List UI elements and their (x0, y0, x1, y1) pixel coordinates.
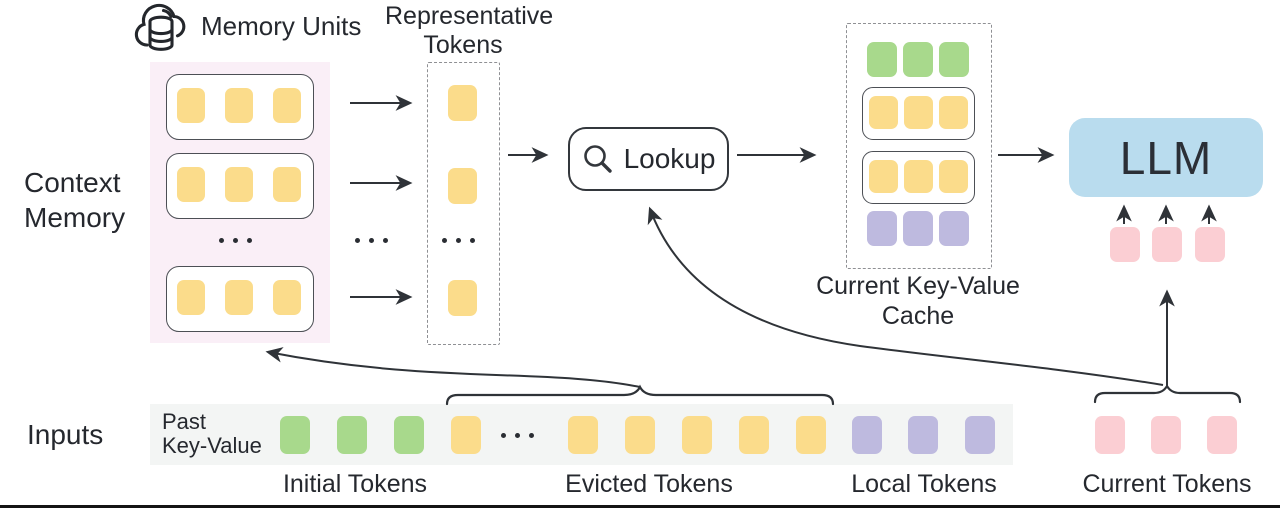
token (448, 168, 477, 204)
cloud-database-icon (130, 1, 194, 59)
token (1110, 227, 1140, 262)
current-kv-cache-label: Current Key-Value Cache (816, 272, 1020, 330)
token (1151, 416, 1181, 454)
token (939, 160, 968, 193)
token (448, 85, 477, 121)
token (394, 416, 424, 454)
token (852, 416, 882, 454)
token (568, 416, 598, 454)
token (869, 96, 898, 129)
token (280, 416, 310, 454)
current-tokens-brace (1093, 383, 1242, 404)
token (448, 280, 477, 316)
token (225, 280, 253, 315)
token (867, 211, 897, 246)
initial-tokens-label: Initial Tokens (282, 470, 428, 498)
evicted-tokens-brace (445, 384, 835, 406)
llm-node: LLM (1069, 118, 1263, 197)
token (796, 416, 826, 454)
token (739, 416, 769, 454)
token (177, 167, 205, 202)
inputs-label: Inputs (27, 419, 104, 450)
ellipsis-dots (501, 433, 534, 438)
local-tokens-label: Local Tokens (851, 470, 997, 498)
token (273, 88, 301, 123)
token (1152, 227, 1182, 262)
token (965, 416, 995, 454)
arrow-evicted-to-context-memory (265, 347, 641, 388)
search-icon (582, 143, 614, 175)
token (273, 167, 301, 202)
token (904, 160, 933, 193)
token (682, 416, 712, 454)
past-key-value-label: Past Key-Value (162, 409, 262, 458)
current-tokens-label: Current Tokens (1082, 470, 1252, 498)
token (225, 88, 253, 123)
token (908, 416, 938, 454)
token (177, 88, 205, 123)
token (869, 160, 898, 193)
figure-bottom-rule (0, 505, 1280, 508)
token (903, 211, 933, 246)
ellipsis-dots (219, 238, 252, 243)
token (337, 416, 367, 454)
representative-tokens-label: Representative Tokens (385, 2, 554, 59)
token (625, 416, 655, 454)
token (867, 42, 897, 77)
token (939, 211, 969, 246)
memory-units-label: Memory Units (201, 11, 362, 41)
token (225, 167, 253, 202)
context-memory-label: Context Memory (24, 167, 126, 233)
token (904, 96, 933, 129)
evicted-tokens-label: Evicted Tokens (565, 470, 733, 498)
token (273, 280, 301, 315)
token (1095, 416, 1125, 454)
llm-label: LLM (1119, 131, 1213, 184)
token (177, 280, 205, 315)
lookup-label: Lookup (623, 143, 716, 174)
token (903, 42, 933, 77)
representative-tokens-box (427, 62, 500, 345)
token (1207, 416, 1237, 454)
token (939, 96, 968, 129)
ellipsis-dots (355, 238, 388, 243)
token (1195, 227, 1225, 262)
token (451, 416, 481, 454)
ellipsis-dots (442, 238, 475, 243)
lookup-node: Lookup (568, 127, 729, 191)
token (939, 42, 969, 77)
